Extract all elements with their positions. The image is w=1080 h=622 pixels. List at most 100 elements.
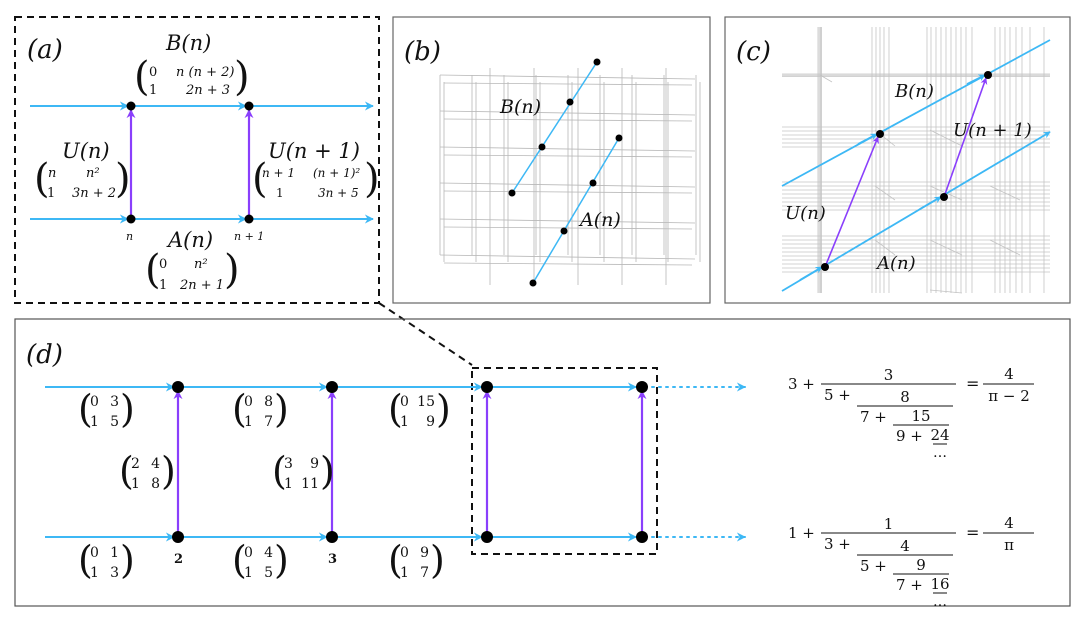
a-arrow-mid: [919, 196, 942, 210]
paren-right: ): [320, 449, 335, 493]
a-arrow-in: [799, 266, 823, 281]
b-line-3d: [511, 61, 598, 194]
matrix-cell: (n + 1)²: [313, 166, 360, 180]
matrix-cell: 0: [244, 394, 253, 410]
grid-line: [929, 129, 963, 147]
paren-right: ): [120, 538, 135, 582]
grid-line: [874, 185, 896, 201]
matrix-cell: 1: [47, 186, 55, 201]
paren-left: (: [78, 387, 93, 431]
matrix-cell: 0: [90, 394, 99, 410]
point: [821, 263, 829, 271]
matrix-cell: 2n + 1: [179, 278, 224, 293]
point: [940, 193, 948, 201]
matrix-cell: n (n + 2): [176, 65, 234, 80]
matrix-cell: 8: [264, 394, 273, 410]
matrix-cell: n: [48, 166, 56, 181]
cf-numerator: 3: [884, 366, 894, 384]
paren-right: ): [224, 247, 240, 293]
grid-line: [439, 182, 696, 188]
u1-edge-persp: [943, 77, 988, 198]
matrix-cell: 5: [264, 565, 273, 581]
point: [560, 227, 568, 235]
cf-numerator: 16: [930, 575, 949, 593]
matrix-cell: 7: [264, 414, 273, 430]
matrix-cell: 1: [276, 186, 284, 200]
point: [615, 134, 623, 142]
matrix-cell: 1: [131, 476, 140, 492]
matrix-cell: 0: [90, 545, 99, 561]
grid-line: [439, 74, 696, 80]
cf-result-denominator: π: [1004, 536, 1014, 554]
point: [538, 143, 546, 151]
cf-numerator: 24: [930, 426, 949, 444]
u-label: U(n): [62, 139, 110, 163]
node: [326, 531, 338, 543]
node-a-n1: [244, 214, 254, 224]
b-persp-label: B(n): [894, 81, 934, 102]
matrix-cell: 11: [301, 476, 319, 492]
grid-line: [874, 239, 896, 256]
b-line-persp: [781, 39, 1051, 187]
matrix-cell: 15: [417, 394, 435, 410]
panel-a: (a) B(n) ( 0 n (n + 2) 1 2n + 3 ) U(n) (: [14, 16, 380, 304]
matrix-cell: 2: [131, 456, 140, 472]
node: [636, 381, 648, 393]
matrix-cell: 4: [151, 456, 160, 472]
point: [508, 189, 516, 197]
matrix-cell: 1: [159, 278, 167, 293]
point: [529, 279, 537, 287]
point: [589, 179, 597, 187]
u-edge-persp: [824, 136, 879, 268]
u-matrix: ( n n² 1 3n + 2 ): [34, 156, 131, 202]
a-line-3d: [532, 137, 620, 284]
u1-label: U(n + 1): [268, 139, 360, 163]
node-label-3: 3: [328, 552, 337, 567]
cf-term: 1 +: [788, 524, 815, 542]
paren-left: (: [34, 156, 50, 202]
panel-c-grid: [782, 27, 1050, 294]
matrix-cell: 9: [426, 414, 435, 430]
node: [172, 381, 184, 393]
a-persp-label: A(n): [875, 253, 916, 274]
cf-numerator: 1: [884, 515, 894, 533]
highlight-dashed-box: [471, 367, 658, 555]
u-persp-label: U(n): [785, 203, 826, 224]
matrix-cell: 1: [90, 565, 99, 581]
panel-b-grid: [439, 68, 701, 285]
paren-left: (: [78, 538, 93, 582]
paren-left: (: [388, 538, 403, 582]
grid-line: [819, 74, 833, 83]
grid-line: [929, 289, 963, 294]
cf-numerator: 9: [916, 556, 926, 574]
matrix-cell: 1: [284, 476, 293, 492]
panel-b-label: (b): [404, 37, 441, 67]
a-label: A(n): [166, 228, 213, 252]
point: [593, 58, 601, 66]
grid-line: [929, 239, 963, 256]
matrix-cell: 3: [110, 565, 119, 581]
matrix-cell: 9: [420, 545, 429, 561]
b-matrix: ( 0 n (n + 2) 1 2n + 3 ): [134, 54, 250, 100]
grid-line: [989, 239, 1021, 256]
cf-equals: =: [966, 374, 979, 393]
paren-right: ): [436, 387, 451, 431]
panel-a-dashed-frame: [14, 16, 380, 304]
panel-d-label: (d): [26, 340, 63, 370]
continued-fraction-bottom: 1 +13 +45 +97 +16…=4π: [788, 514, 1034, 610]
matrix-cell: 0: [400, 394, 409, 410]
cf-term: 5 +: [860, 557, 887, 575]
matrix-cell: 3n + 2: [72, 186, 116, 201]
node-a-n: [126, 214, 136, 224]
paren-left: (: [119, 449, 134, 493]
node-b-n: [126, 101, 136, 111]
cf-term: 3 +: [788, 375, 815, 393]
cf-term: 3 +: [824, 535, 851, 553]
matrix-cell: 0: [400, 545, 409, 561]
matrix-cell: 1: [244, 565, 253, 581]
